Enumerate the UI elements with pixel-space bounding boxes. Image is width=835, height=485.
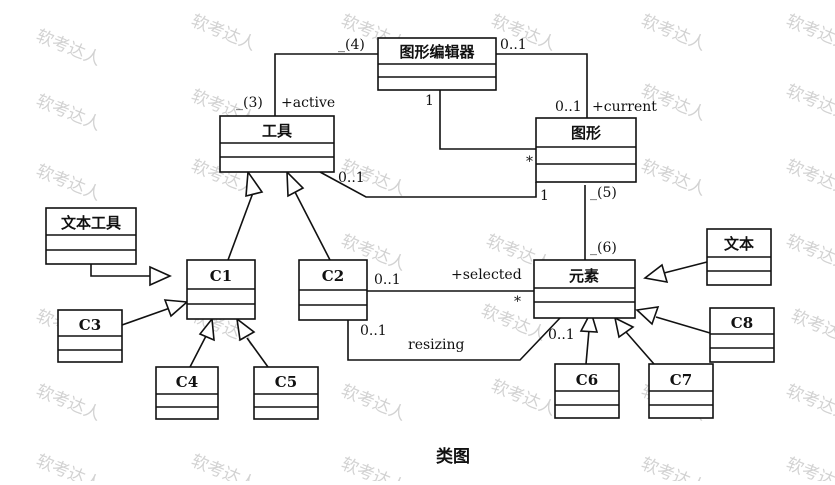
gen-line-c7-element (625, 331, 655, 365)
class-tool: 工具 (219, 115, 335, 173)
watermark: 软考达人 (783, 156, 835, 200)
gen-line-text-element (663, 261, 708, 274)
class-c6-name: C6 (576, 371, 598, 389)
class-text-tool-name: 文本工具 (61, 214, 121, 232)
watermark: 软考达人 (783, 11, 835, 55)
gen-arrow-texttool-c1 (149, 265, 172, 287)
class-c1: C1 (186, 259, 256, 320)
gen-arrow-c6-element (579, 309, 599, 333)
blank-6: _(6) (590, 240, 617, 256)
mult-star-element: * (514, 294, 521, 310)
class-graph-editor-name: 图形编辑器 (399, 43, 475, 61)
watermark: 软考达人 (338, 454, 409, 481)
diagram-caption: 类图 (436, 446, 470, 467)
blank-3: _(3) (236, 95, 263, 111)
class-graph-editor: 图形编辑器 (377, 37, 497, 91)
class-c4-name: C4 (176, 373, 198, 391)
watermark: 软考达人 (33, 26, 104, 70)
class-c3-name: C3 (79, 316, 101, 334)
class-element: 元素 (533, 259, 636, 319)
mult-c2-resizing: 0..1 (360, 323, 387, 339)
watermark: 软考达人 (33, 381, 104, 425)
class-c2: C2 (298, 259, 368, 321)
association-labels: _(4) 0..1 _(3) +active 1 0..1 +current *… (236, 37, 657, 353)
gen-arrow-c5-c1 (235, 317, 256, 342)
watermark: 软考达人 (338, 381, 409, 425)
class-figure-name: 图形 (571, 124, 601, 142)
watermark: 软考达人 (33, 161, 104, 205)
watermark: 软考达人 (188, 451, 259, 481)
watermark: 软考达人 (33, 91, 104, 135)
role-current: +current (592, 99, 657, 115)
class-c5: C5 (253, 366, 319, 420)
watermark: 软考达人 (783, 454, 835, 481)
watermark: 软考达人 (188, 11, 259, 55)
class-text-tool: 文本工具 (45, 207, 137, 265)
assoc-editor-figure-current (496, 53, 588, 118)
assoc-editor-tool (274, 53, 378, 116)
gen-line-c8-element (655, 316, 711, 334)
gen-arrow-text-element (643, 263, 669, 284)
watermark: 软考达人 (638, 454, 709, 481)
class-element-name: 元素 (569, 267, 599, 285)
class-c3: C3 (57, 309, 123, 363)
class-c7: C7 (648, 363, 714, 419)
assoc-editor-figure (439, 90, 536, 150)
gen-arrow-c8-element (635, 306, 660, 326)
gen-line-c5-c1 (246, 337, 269, 368)
blank-4: _(4) (338, 37, 365, 53)
class-c8-name: C8 (731, 314, 753, 332)
watermark: 软考达人 (783, 381, 835, 425)
gen-line-c6-element (585, 329, 590, 365)
gen-arrow-c1-tool (245, 169, 264, 198)
mult-tool-figure: 0..1 (338, 170, 365, 186)
assoc-tool-figure (319, 171, 537, 198)
watermark: 软考达人 (33, 451, 104, 481)
class-text: 文本 (706, 228, 772, 286)
gen-line-c1-tool (227, 189, 255, 261)
gen-arrow-c3-c1 (163, 299, 189, 318)
watermark: 软考达人 (783, 231, 835, 275)
role-selected: +selected (451, 267, 522, 283)
class-c6: C6 (554, 363, 620, 419)
watermark: 软考达人 (788, 306, 835, 350)
watermark: 软考达人 (488, 376, 559, 420)
gen-line-c3-c1 (121, 307, 171, 326)
class-c5-name: C5 (275, 373, 297, 391)
mult-c2-selected: 0..1 (374, 272, 401, 288)
mult-figure-current: 0..1 (555, 99, 582, 115)
gen-arrow-c2-tool (286, 169, 305, 198)
watermark: 软考达人 (783, 81, 835, 125)
class-c1-name: C1 (210, 267, 232, 285)
mult-editor-one: 1 (425, 93, 434, 109)
class-tool-name: 工具 (262, 122, 292, 140)
gen-line-c2-tool (294, 191, 331, 261)
role-resizing: resizing (408, 337, 465, 353)
blank-5: _(5) (590, 185, 617, 201)
mult-one-figure: 1 (540, 188, 549, 204)
class-c4: C4 (155, 366, 219, 420)
gen-line-texttool-c1 (90, 264, 150, 277)
gen-arrow-c7-element (613, 316, 635, 339)
class-c7-name: C7 (670, 371, 692, 389)
watermark: 软考达人 (638, 11, 709, 55)
watermark: 软考达人 (638, 156, 709, 200)
class-c8: C8 (709, 307, 775, 363)
mult-element-resizing: 0..1 (548, 327, 575, 343)
class-text-name: 文本 (724, 235, 754, 253)
gen-arrow-c4-c1 (198, 316, 215, 342)
class-c2-name: C2 (322, 267, 344, 285)
role-active: +active (281, 95, 335, 111)
gen-line-c4-c1 (189, 335, 207, 368)
assoc-c2-element-resizing (347, 317, 561, 361)
mult-editor-figure: 0..1 (500, 37, 527, 53)
mult-star-figure: * (526, 154, 533, 170)
class-figure: 图形 (535, 117, 637, 183)
